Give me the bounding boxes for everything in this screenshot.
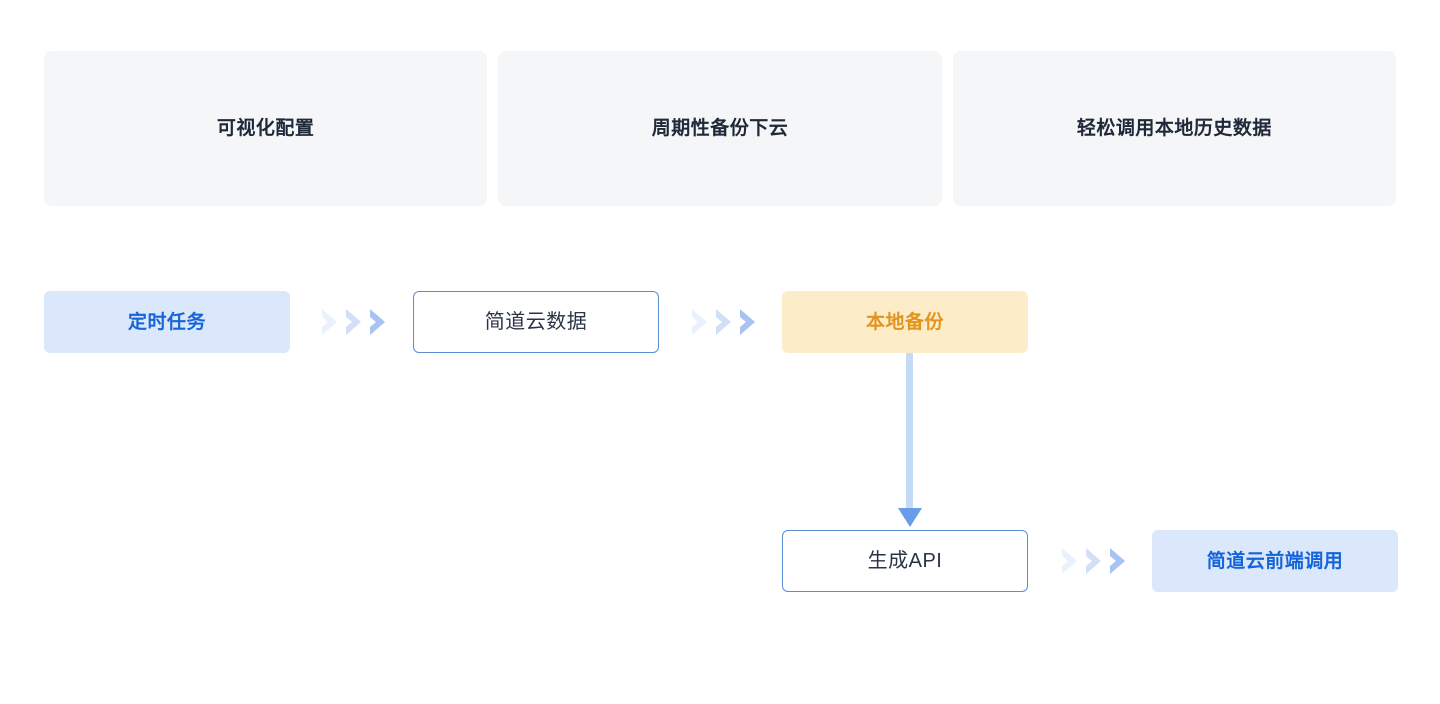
flow-node-label: 生成API: [867, 550, 943, 572]
chevron-right-icon: [370, 309, 385, 335]
chevrons-right-icon: [690, 305, 760, 339]
chevron-right-icon: [716, 309, 731, 335]
feature-card-row: 可视化配置 周期性备份下云 轻松调用本地历史数据: [44, 51, 1396, 206]
chevron-right-icon: [1062, 548, 1077, 574]
flow-node-label: 简道云数据: [484, 311, 588, 333]
flow-node-generate-api[interactable]: 生成API: [782, 530, 1028, 592]
chevron-right-icon: [346, 309, 361, 335]
flow-node-label: 本地备份: [865, 311, 944, 333]
flow-node-scheduled-task[interactable]: 定时任务: [44, 291, 290, 353]
chevron-right-icon: [322, 309, 337, 335]
arrow-down-icon: [898, 353, 922, 530]
arrow-down-head: [898, 508, 922, 527]
flow-node-jiandaoyun-data[interactable]: 简道云数据: [413, 291, 659, 353]
feature-card-visual-config[interactable]: 可视化配置: [44, 51, 488, 206]
flow-node-frontend-call[interactable]: 简道云前端调用: [1152, 530, 1398, 592]
chevrons-right-icon: [320, 305, 390, 339]
feature-card-label: 周期性备份下云: [651, 118, 789, 139]
chevron-right-icon: [1110, 548, 1125, 574]
chevron-right-icon: [1086, 548, 1101, 574]
arrow-down-shaft: [906, 353, 913, 513]
feature-card-label: 轻松调用本地历史数据: [1076, 118, 1272, 139]
feature-card-periodic-backup[interactable]: 周期性备份下云: [498, 51, 942, 206]
feature-card-label: 可视化配置: [216, 118, 315, 139]
flow-node-local-backup[interactable]: 本地备份: [782, 291, 1028, 353]
chevron-right-icon: [692, 309, 707, 335]
chevrons-right-icon: [1060, 544, 1130, 578]
feature-card-local-history[interactable]: 轻松调用本地历史数据: [952, 51, 1396, 206]
chevron-right-icon: [740, 309, 755, 335]
flow-node-label: 定时任务: [127, 311, 206, 333]
flow-node-label: 简道云前端调用: [1206, 550, 1344, 572]
